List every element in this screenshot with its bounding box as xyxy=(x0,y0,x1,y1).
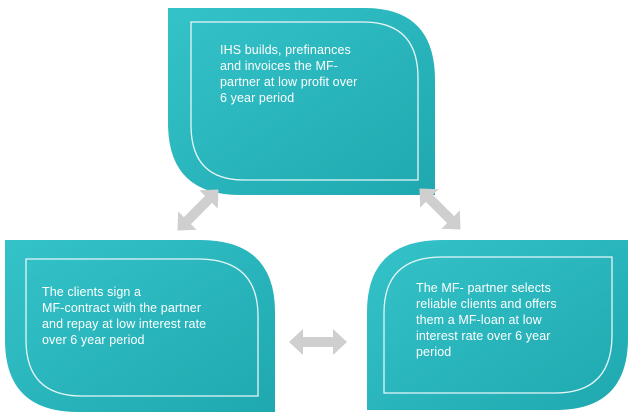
left-box-line: and repay at low interest rate xyxy=(42,317,207,331)
top-box-line: partner at low profit over xyxy=(220,75,358,89)
double-arrow-icon xyxy=(419,188,461,230)
left-box-line: over 6 year period xyxy=(42,333,145,347)
top-box-line: and invoices the MF- xyxy=(220,59,339,73)
right-box-line: The MF- partner selects xyxy=(416,281,551,295)
top-box-line: 6 year period xyxy=(220,91,295,105)
right-box-line: reliable clients and offers xyxy=(416,297,557,311)
left-box-line: MF-contract with the partner xyxy=(42,301,202,315)
left-leaf-box xyxy=(5,240,275,412)
left-box-text: The clients sign a MF-contract with the … xyxy=(42,284,257,348)
top-box-line: IHS builds, prefinances xyxy=(220,43,351,57)
right-leaf-box xyxy=(367,240,628,410)
right-box-line: interest rate over 6 year xyxy=(416,329,551,343)
right-box-text: The MF- partner selects reliable clients… xyxy=(416,280,601,360)
right-box-line: them a MF-loan at low xyxy=(416,313,542,327)
double-arrow-icon xyxy=(289,329,347,355)
right-box-line: period xyxy=(416,345,452,359)
left-box-line: The clients sign a xyxy=(42,285,142,299)
top-leaf-box xyxy=(168,8,435,195)
top-box-text: IHS builds, prefinances and invoices the… xyxy=(220,42,410,106)
double-arrow-icon xyxy=(177,189,219,231)
